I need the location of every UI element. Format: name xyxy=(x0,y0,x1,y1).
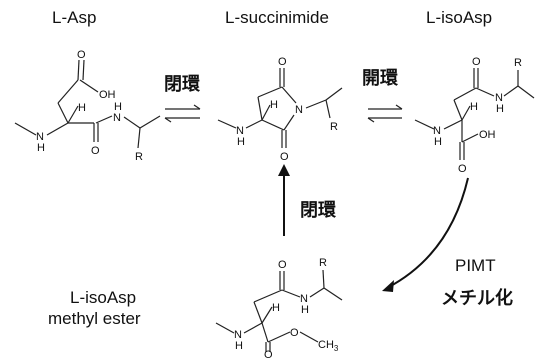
atom-o: O xyxy=(278,259,287,271)
atom-h: H xyxy=(237,136,245,148)
atom-h: H xyxy=(235,340,243,352)
atom-n: N xyxy=(433,125,441,137)
atom-n: N xyxy=(236,125,244,137)
label-l-succinimide: L-succinimide xyxy=(225,8,329,27)
label-ring-open: 開環 xyxy=(362,68,399,88)
label-methyl-ester-line2: methyl ester xyxy=(48,309,141,328)
structure-l-asp: N H O OH H O N H R xyxy=(14,49,161,163)
atom-o: O xyxy=(91,145,100,157)
label-methylation: メチル化 xyxy=(441,287,513,308)
curved-arrow xyxy=(382,177,469,292)
atom-h: H xyxy=(496,103,504,115)
label-ring-close-2: 閉環 xyxy=(300,200,337,220)
atom-oh: OH xyxy=(479,129,496,141)
atom-r: R xyxy=(514,57,522,69)
atom-n: N xyxy=(113,112,121,124)
atom-o: O xyxy=(290,327,299,339)
atom-h: H xyxy=(114,101,122,113)
atom-subscript-3: 3 xyxy=(334,344,339,353)
atom-r: R xyxy=(135,151,143,163)
equilibrium-arrows-1 xyxy=(164,104,201,123)
atom-o: O xyxy=(280,151,289,163)
label-ring-close-1: 閉環 xyxy=(164,74,201,94)
atom-n: N xyxy=(495,92,503,104)
atom-n: N xyxy=(300,293,308,305)
atom-h: H xyxy=(270,99,278,111)
structure-l-isoasp: N H O N H R H OH O xyxy=(414,56,535,175)
atom-h: H xyxy=(301,304,309,316)
atom-h: H xyxy=(272,302,280,314)
atom-h: H xyxy=(78,102,86,114)
structure-l-succinimide: N H O H N O R xyxy=(217,56,343,163)
label-l-isoasp: L-isoAsp xyxy=(426,8,492,27)
structure-l-isoasp-methyl-ester: N H O N H R H O CH3 O xyxy=(215,257,343,361)
atom-h: H xyxy=(470,101,478,113)
atom-r: R xyxy=(319,257,327,269)
atom-ch: CH xyxy=(318,339,334,351)
label-l-asp: L-Asp xyxy=(52,8,96,27)
atom-h: H xyxy=(434,136,442,148)
atom-o: O xyxy=(77,49,86,61)
atom-n: N xyxy=(36,131,44,143)
label-methyl-ester-line1: L-isoAsp xyxy=(70,288,136,307)
atom-oh: OH xyxy=(99,89,116,101)
atom-ch3: CH3 xyxy=(318,339,339,353)
atom-o: O xyxy=(472,56,481,68)
atom-n: N xyxy=(234,329,242,341)
atom-o: O xyxy=(458,163,467,175)
equilibrium-arrows-2 xyxy=(367,104,403,123)
atom-o: O xyxy=(278,56,287,68)
up-arrow xyxy=(278,164,290,236)
atom-h: H xyxy=(37,142,45,154)
label-enzyme: PIMT xyxy=(455,256,496,275)
atom-r: R xyxy=(330,121,338,133)
atom-n: N xyxy=(295,104,303,116)
atom-o: O xyxy=(264,349,273,358)
